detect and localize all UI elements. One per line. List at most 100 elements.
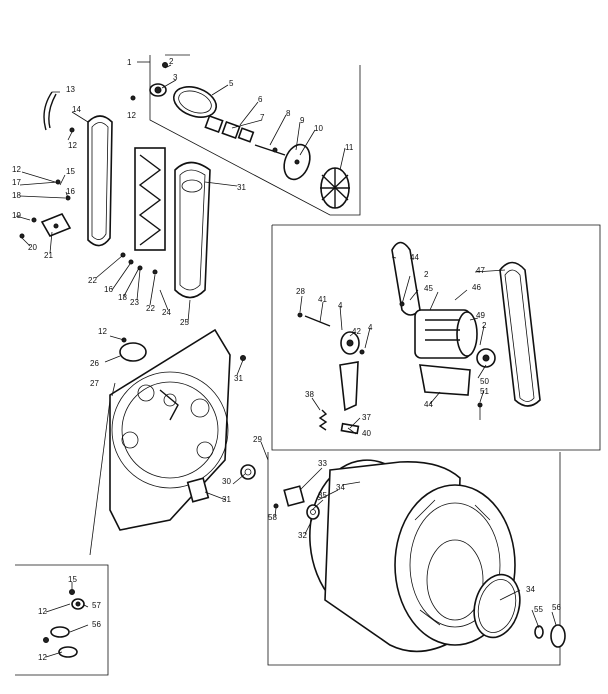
label-12: 12 (68, 141, 77, 150)
label-50: 50 (480, 377, 489, 386)
label-31: 31 (237, 183, 246, 192)
label-28: 28 (296, 287, 305, 296)
label-49: 49 (476, 311, 485, 320)
label-35: 35 (318, 491, 327, 500)
label-57: 57 (92, 601, 101, 610)
label-33: 33 (318, 459, 327, 468)
vent-hose-arc (43, 91, 57, 131)
label-12: 12 (12, 165, 21, 174)
label-44: 44 (424, 400, 433, 409)
small-parts (43, 589, 85, 658)
label-38: 38 (305, 390, 314, 399)
label-42: 42 (352, 327, 361, 336)
rear-roller (240, 464, 256, 480)
label-2: 2 (169, 57, 174, 66)
heater-element (134, 147, 166, 251)
label-12: 12 (38, 607, 47, 616)
label-2: 2 (482, 321, 487, 330)
blower-wheel-plate (283, 143, 311, 181)
label-2: 2 (424, 270, 429, 279)
label-51: 51 (480, 387, 489, 396)
label-27: 27 (90, 379, 99, 388)
label-32: 32 (298, 531, 307, 540)
label-56: 56 (552, 603, 561, 612)
idler-pulley (340, 331, 360, 355)
label-25: 25 (180, 318, 189, 327)
leader-lines (15, 61, 557, 658)
label-55: 55 (534, 605, 543, 614)
label-19: 19 (12, 211, 21, 220)
label-12: 12 (98, 327, 107, 336)
label-22: 22 (146, 304, 155, 313)
label-15: 15 (68, 575, 77, 584)
label-40: 40 (362, 429, 371, 438)
motor-fasteners (297, 301, 483, 420)
drum-front-seal (473, 573, 521, 639)
small-parts-inset-frame (15, 564, 109, 676)
label-20: 20 (28, 243, 37, 252)
label-17: 17 (12, 178, 21, 187)
label-34: 34 (526, 585, 535, 594)
label-14: 14 (72, 105, 81, 114)
label-22: 22 (88, 276, 97, 285)
label-1: 1 (127, 58, 132, 67)
blower-seal-ring (172, 86, 218, 118)
motor-pulley (476, 348, 496, 368)
rear-belt-loop (87, 115, 113, 247)
label-46: 46 (472, 283, 481, 292)
label-4: 4 (368, 323, 373, 332)
idler-bracket (339, 361, 359, 412)
label-13: 13 (66, 85, 75, 94)
motor-clip (340, 422, 360, 435)
motor-mount-bracket (419, 364, 471, 396)
label-12: 12 (127, 111, 136, 120)
label-31: 31 (222, 495, 231, 504)
label-12: 12 (38, 653, 47, 662)
drive-belt-right (499, 261, 541, 407)
thermostat-bracket (40, 212, 72, 238)
callout-labels: 1 2 3 5 6 7 8 9 10 11 12 13 14 12 12 17 … (12, 57, 561, 662)
blower-bracket-frame (149, 54, 361, 216)
label-8: 8 (286, 109, 291, 118)
drum-rollers (273, 485, 320, 520)
label-34: 34 (336, 483, 345, 492)
access-cover (119, 342, 147, 362)
label-7: 7 (260, 113, 265, 122)
label-18: 18 (118, 293, 127, 302)
blower-fan-wheel (320, 167, 350, 209)
label-44: 44 (410, 253, 419, 262)
bearing-assembly (204, 114, 255, 143)
blower-shaft (254, 144, 286, 156)
label-29: 29 (253, 435, 262, 444)
label-21: 21 (44, 251, 53, 260)
label-45: 45 (424, 284, 433, 293)
label-37: 37 (362, 413, 371, 422)
label-9: 9 (300, 116, 305, 125)
label-31: 31 (234, 374, 243, 383)
drum-glide (534, 624, 566, 648)
label-56: 56 (92, 620, 101, 629)
label-30: 30 (222, 477, 231, 486)
label-11: 11 (345, 143, 354, 152)
label-23: 23 (130, 298, 139, 307)
rear-bulkhead (89, 328, 231, 556)
label-15: 15 (66, 167, 75, 176)
label-16: 16 (66, 187, 75, 196)
label-10: 10 (314, 124, 323, 133)
idler-shaft (304, 315, 331, 327)
label-58: 58 (268, 513, 277, 522)
label-47: 47 (476, 266, 485, 275)
blower-bearing (149, 62, 168, 97)
label-3: 3 (173, 73, 178, 82)
label-6: 6 (258, 95, 263, 104)
label-26: 26 (90, 359, 99, 368)
label-41: 41 (318, 295, 327, 304)
heater-housing-loop (174, 161, 211, 299)
drive-motor (414, 309, 478, 359)
motor-assembly-inset-frame (271, 224, 601, 451)
label-4: 4 (338, 301, 343, 310)
label-24: 24 (162, 308, 171, 317)
idler-spring (318, 409, 328, 431)
drum-inset-frame (267, 452, 561, 666)
